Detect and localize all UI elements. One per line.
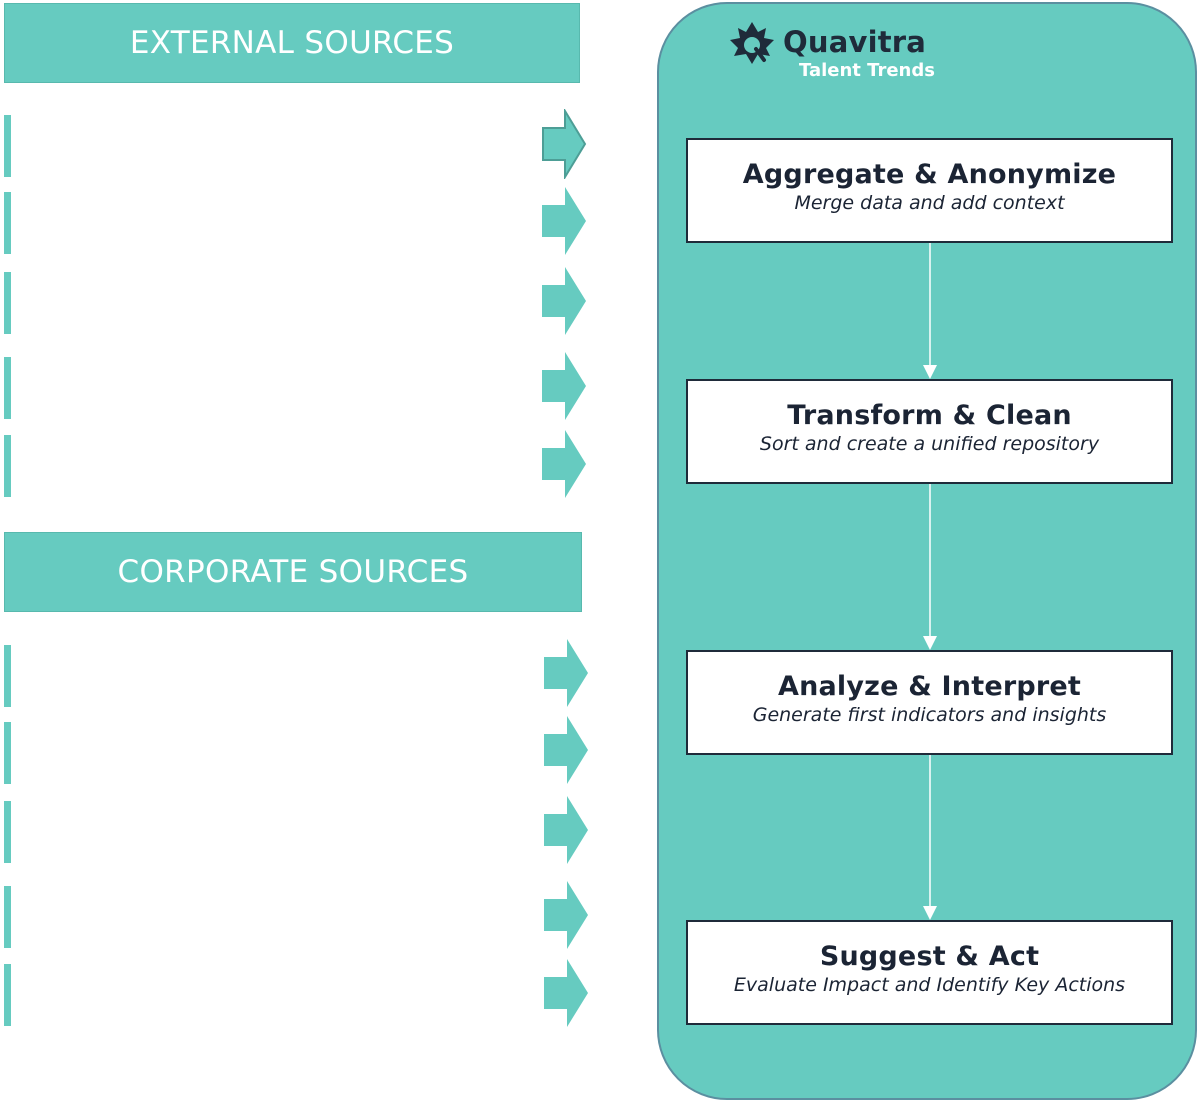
step-subtitle: Sort and create a unified repository (759, 433, 1100, 455)
right-arrow-icon (544, 716, 588, 784)
source-marker (4, 964, 11, 1026)
source-marker (4, 801, 11, 863)
source-marker (4, 357, 11, 419)
source-marker (4, 272, 11, 334)
corporate-sources-header: CORPORATE SOURCES (4, 532, 582, 612)
down-arrow-icon (923, 243, 937, 379)
brand-tagline: Talent Trends (799, 60, 935, 81)
right-arrow-icon (544, 796, 588, 864)
right-arrow-icon (542, 430, 586, 498)
step-title: Transform & Clean (787, 400, 1072, 431)
corporate-sources-title: CORPORATE SOURCES (117, 554, 469, 590)
right-arrow-icon (542, 352, 586, 420)
step-title: Aggregate & Anonymize (742, 159, 1117, 190)
right-arrow-icon (544, 881, 588, 949)
source-marker (4, 192, 11, 254)
maple-leaf-q-icon (730, 22, 774, 64)
step-subtitle: Generate first indicators and insights (752, 704, 1107, 726)
source-marker (4, 645, 11, 707)
source-marker (4, 722, 11, 784)
right-arrow-icon (542, 109, 587, 179)
step-subtitle: Merge data and add context (794, 192, 1065, 214)
step-transform-clean: Transform & Clean Sort and create a unif… (686, 379, 1173, 484)
right-arrow-icon (544, 959, 588, 1027)
source-marker (4, 435, 11, 497)
external-sources-title: EXTERNAL SOURCES (129, 25, 455, 61)
step-analyze-interpret: Analyze & Interpret Generate first indic… (686, 650, 1173, 755)
step-title: Analyze & Interpret (777, 671, 1082, 702)
source-marker (4, 115, 11, 177)
step-aggregate-anonymize: Aggregate & Anonymize Merge data and add… (686, 138, 1173, 243)
source-marker (4, 886, 11, 948)
right-arrow-icon (542, 187, 586, 255)
step-subtitle: Evaluate Impact and Identify Key Actions (733, 974, 1126, 996)
down-arrow-icon (923, 484, 937, 650)
down-arrow-icon (923, 755, 937, 920)
brand-name: Quavitra (783, 25, 927, 59)
step-suggest-act: Suggest & Act Evaluate Impact and Identi… (686, 920, 1173, 1025)
step-title: Suggest & Act (819, 941, 1040, 972)
right-arrow-icon (544, 639, 588, 707)
external-sources-header: EXTERNAL SOURCES (4, 3, 580, 83)
right-arrow-icon (542, 267, 586, 335)
